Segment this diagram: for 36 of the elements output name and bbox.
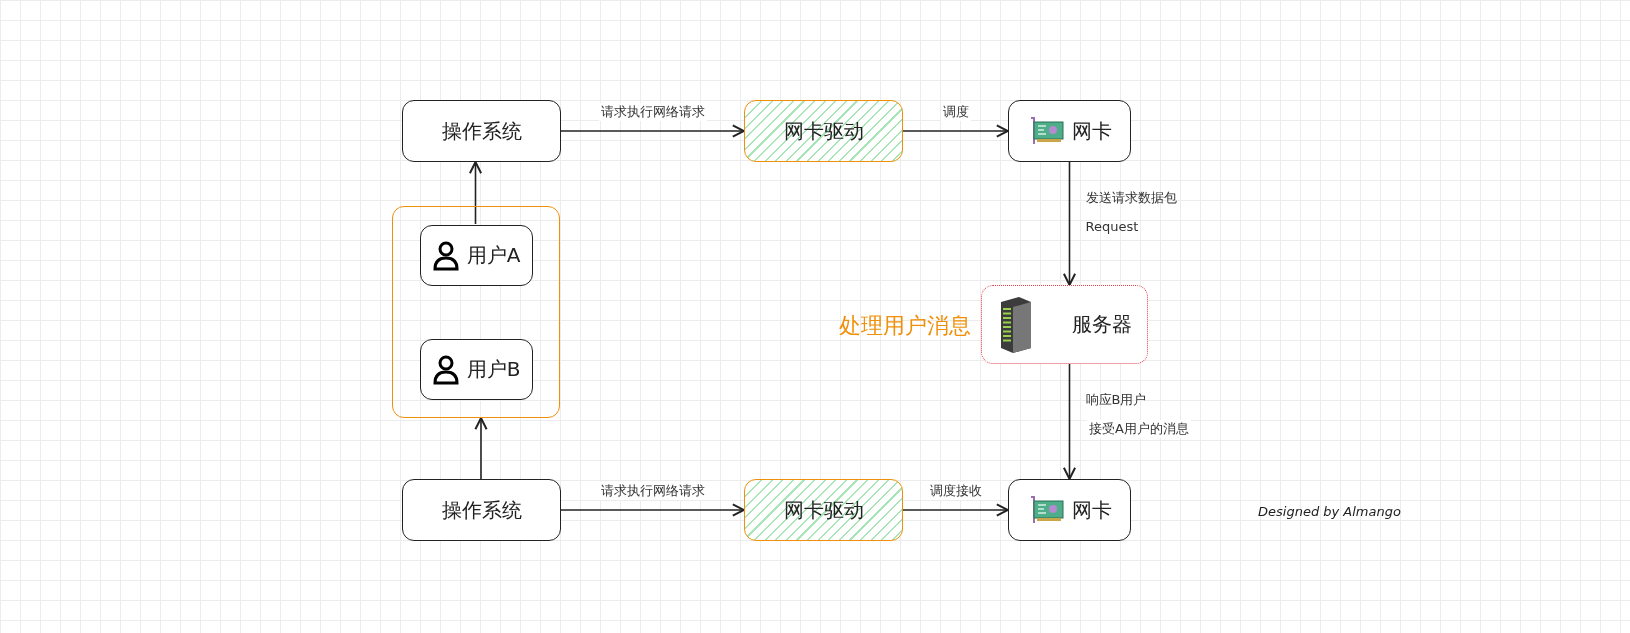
system-box [402, 100, 561, 162]
node-label: 用户A [466, 242, 521, 269]
network-card-box [1008, 100, 1131, 162]
edge-label: 请求执行网络请求 [598, 482, 707, 500]
arrow [474, 417, 488, 480]
node-label: 网卡 [1071, 496, 1112, 524]
system-box [402, 479, 561, 541]
caption-text: 处理用户消息 [839, 311, 971, 340]
network-card-box [1008, 479, 1131, 541]
node-label: 操作系统 [441, 496, 522, 524]
arrow [560, 503, 745, 517]
node-label: 操作系统 [441, 117, 522, 145]
user-box [420, 339, 533, 400]
edge-label: 调度接收 [927, 482, 984, 500]
signature-text: Designed by Almango [1258, 504, 1401, 519]
arrow [1062, 363, 1077, 480]
node-label: 网卡驱动 [783, 496, 864, 524]
note-text: 接受A用户的消息 [1087, 420, 1191, 438]
edge-label: 请求执行网络请求 [598, 103, 707, 121]
node-label: 服务器 [1071, 311, 1132, 338]
node-label: 网卡驱动 [783, 117, 864, 145]
group-box [392, 206, 560, 418]
arrow [1062, 161, 1077, 286]
node-label: 用户B [466, 356, 521, 383]
arrow [902, 124, 1009, 138]
arrow [468, 161, 483, 225]
driver-box [744, 100, 903, 162]
driver-box [744, 479, 903, 541]
edge-label: 调度 [940, 103, 971, 121]
node-label: 网卡 [1071, 117, 1112, 145]
server-box [981, 285, 1148, 364]
edge-label: 发送请求数据包 Request [1084, 189, 1178, 236]
user-box [420, 225, 533, 286]
edge-label: 响应B用户 [1084, 391, 1148, 409]
arrow [560, 124, 745, 138]
arrow [902, 503, 1009, 517]
